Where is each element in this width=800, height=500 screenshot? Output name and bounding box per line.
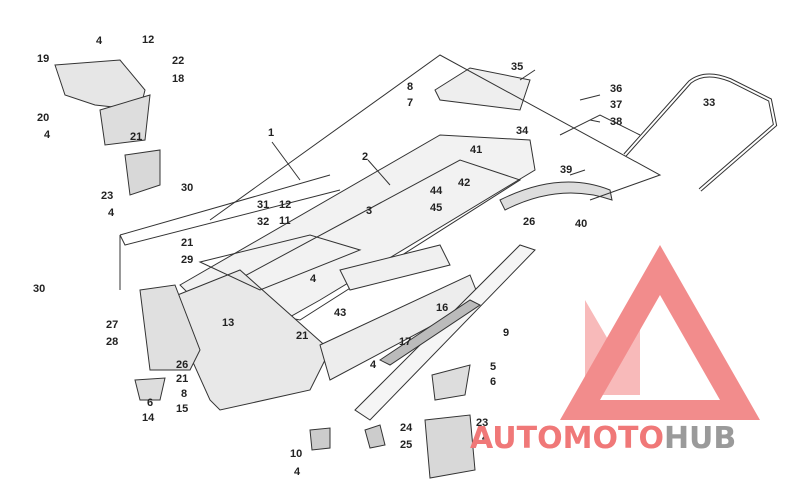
callout-45: 45 <box>430 202 442 214</box>
callout-19: 19 <box>37 53 49 65</box>
callout-21c: 21 <box>296 330 308 342</box>
callout-31: 31 <box>257 199 269 211</box>
svg-text:AUTOMOTOHUB: AUTOMOTOHUB <box>470 421 736 456</box>
callout-18: 18 <box>172 73 184 85</box>
callout-30a: 30 <box>181 182 193 194</box>
callout-4a: 4 <box>96 35 103 47</box>
callout-16: 16 <box>436 302 448 314</box>
callout-40: 40 <box>575 218 587 230</box>
callout-34: 34 <box>516 125 529 137</box>
watermark-text: AUTOMOTOHUB <box>470 421 736 456</box>
callout-4d: 4 <box>310 273 317 285</box>
watermark-auto: AUTO <box>470 421 563 456</box>
callout-21d: 21 <box>176 373 188 385</box>
callout-28: 28 <box>106 336 118 348</box>
callout-2: 2 <box>362 151 368 163</box>
callout-25: 25 <box>400 439 412 451</box>
callout-labels: 1 2 3 4 4 4 4 4 4 4 5 6 6 7 8 8 9 10 11 … <box>33 34 715 478</box>
callout-35: 35 <box>511 61 523 73</box>
callout-4g: 4 <box>482 432 489 444</box>
callout-36: 36 <box>610 83 622 95</box>
callout-24: 24 <box>400 422 413 434</box>
callout-6a: 6 <box>490 376 496 388</box>
callout-1: 1 <box>268 127 274 139</box>
callout-42: 42 <box>458 177 470 189</box>
callout-37: 37 <box>610 99 622 111</box>
callout-44: 44 <box>430 185 443 197</box>
watermark-hub: HUB <box>664 421 736 456</box>
callout-12a: 12 <box>142 34 154 46</box>
callout-3: 3 <box>366 205 372 217</box>
callout-11: 11 <box>279 215 291 227</box>
callout-8a: 8 <box>407 81 413 93</box>
callout-21b: 21 <box>181 237 193 249</box>
callout-38: 38 <box>610 116 622 128</box>
callout-17: 17 <box>399 336 411 348</box>
callout-4e: 4 <box>370 359 377 371</box>
callout-15: 15 <box>176 403 188 415</box>
callout-39: 39 <box>560 164 572 176</box>
callout-22: 22 <box>172 55 184 67</box>
callout-27: 27 <box>106 319 118 331</box>
callout-10: 10 <box>290 448 302 460</box>
callout-14: 14 <box>142 412 155 424</box>
callout-23b: 23 <box>476 417 488 429</box>
callout-20: 20 <box>37 112 49 124</box>
callout-4c: 4 <box>108 207 115 219</box>
callout-32: 32 <box>257 216 269 228</box>
callout-8b: 8 <box>181 388 187 400</box>
callout-4f: 4 <box>294 466 301 478</box>
callout-26a: 26 <box>523 216 535 228</box>
callout-29: 29 <box>181 254 193 266</box>
watermark-logo <box>560 245 760 420</box>
chassis-frame <box>54 54 778 479</box>
callout-21a: 21 <box>130 131 142 143</box>
callout-12b: 12 <box>279 199 291 211</box>
callout-4b: 4 <box>44 129 51 141</box>
callout-6b: 6 <box>147 397 153 409</box>
callout-7: 7 <box>407 97 413 109</box>
callout-13: 13 <box>222 317 234 329</box>
callout-33: 33 <box>703 97 715 109</box>
callout-43: 43 <box>334 307 346 319</box>
callout-23a: 23 <box>101 190 113 202</box>
callout-41: 41 <box>470 144 482 156</box>
watermark-moto: MOTO <box>563 421 664 456</box>
callout-30b: 30 <box>33 283 45 295</box>
callout-5: 5 <box>490 361 496 373</box>
callout-9: 9 <box>503 327 509 339</box>
callout-26b: 26 <box>176 359 188 371</box>
